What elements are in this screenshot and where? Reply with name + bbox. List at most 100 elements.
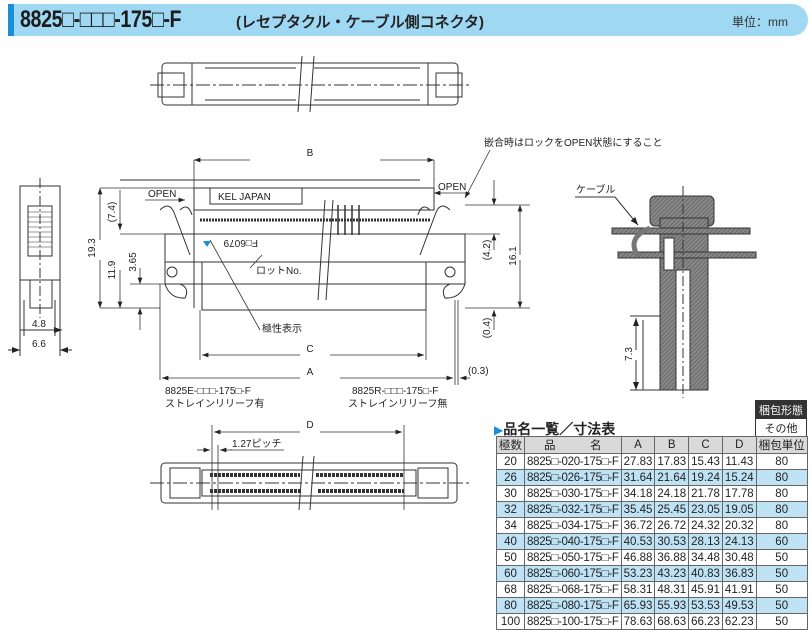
lock-note: 嵌合時はロックをOPEN状態にすること — [484, 136, 662, 149]
section-view — [575, 186, 757, 398]
cell-unit: 50 — [755, 565, 808, 582]
col-d: D — [721, 436, 757, 454]
variant-r-part: 8825R-□□□-175□-F — [352, 386, 438, 397]
variant-e-part: 8825E-□□□-175□-F — [165, 386, 251, 397]
cell-d: 20.32 — [721, 517, 757, 534]
cell-a: 78.63 — [620, 613, 656, 630]
table-title-text: 品名一覧／寸法表 — [503, 421, 616, 437]
cell-b: 68.63 — [654, 613, 690, 630]
cell-poles: 80 — [496, 597, 525, 614]
cell-part: 8825□-080-175□-F — [524, 597, 622, 614]
dim-19-3: 19.3 — [87, 238, 98, 258]
cell-part: 8825□-020-175□-F — [524, 453, 622, 470]
cell-unit: 50 — [755, 597, 808, 614]
cell-poles: 20 — [496, 453, 525, 470]
cell-unit: 50 — [755, 613, 808, 630]
dim-7-3: 7.3 — [624, 347, 635, 361]
cell-poles: 60 — [496, 565, 525, 582]
cell-a: 53.23 — [620, 565, 656, 582]
cell-d: 17.78 — [721, 485, 757, 502]
cell-poles: 26 — [496, 469, 525, 486]
cell-poles: 30 — [496, 485, 525, 502]
polarity-label: 極性表示 — [262, 322, 302, 335]
page-header: 8825□-□□□-175□-F (レセプタクル・ケーブル側コネクタ) 単位：m… — [8, 4, 808, 36]
pitch-label: 1.27ピッチ — [232, 438, 281, 450]
cell-part: 8825□-100-175□-F — [524, 613, 622, 630]
cell-c: 23.05 — [688, 501, 723, 518]
cell-part: 8825□-030-175□-F — [524, 485, 622, 502]
cell-c: 45.91 — [688, 581, 723, 598]
product-title: 8825□-□□□-175□-F — [20, 6, 182, 33]
cell-c: 40.83 — [688, 565, 723, 582]
cell-b: 36.88 — [654, 549, 690, 566]
cell-b: 24.18 — [654, 485, 690, 502]
cell-b: 25.45 — [654, 501, 690, 518]
cell-unit: 80 — [755, 517, 808, 534]
cell-c: 34.48 — [688, 549, 723, 566]
side-view — [8, 178, 72, 356]
cell-d: 15.24 — [721, 469, 757, 486]
unit-label: 単位：mm — [732, 15, 788, 29]
cell-d: 49.53 — [721, 597, 757, 614]
dim-0-4: (0.4) — [482, 318, 493, 339]
cell-unit: 80 — [755, 501, 808, 518]
cell-d: 19.05 — [721, 501, 757, 518]
cell-c: 53.53 — [688, 597, 723, 614]
front-dimensions — [97, 149, 530, 385]
cell-poles: 100 — [496, 613, 525, 630]
cell-a: 46.88 — [620, 549, 656, 566]
cell-part: 8825□-026-175□-F — [524, 469, 622, 486]
cell-poles: 40 — [496, 533, 525, 550]
product-subtitle: (レセプタクル・ケーブル側コネクタ) — [236, 14, 485, 31]
cell-a: 27.83 — [620, 453, 656, 470]
cell-c: 15.43 — [688, 453, 723, 470]
cell-poles: 34 — [496, 517, 525, 534]
polarity-mark-icon — [203, 241, 211, 247]
cell-part: 8825□-050-175□-F — [524, 549, 622, 566]
dim-7-4: (7.4) — [107, 202, 118, 223]
cell-a: 35.45 — [620, 501, 656, 518]
cell-a: 36.72 — [620, 517, 656, 534]
dim-16-1: 16.1 — [508, 246, 519, 266]
cell-a: 31.64 — [620, 469, 656, 486]
open-left-label: OPEN — [148, 189, 176, 200]
variant-r-desc: ストレインリリーフ無 — [348, 397, 447, 410]
cell-d: 11.43 — [721, 453, 757, 470]
cell-c: 66.23 — [688, 613, 723, 630]
lot-no-label: ロットNo. — [256, 266, 302, 277]
cell-b: 48.31 — [654, 581, 690, 598]
cell-unit: 50 — [755, 581, 808, 598]
cell-poles: 68 — [496, 581, 525, 598]
top-view — [150, 55, 470, 113]
cell-unit: 80 — [755, 469, 808, 486]
cell-a: 40.53 — [620, 533, 656, 550]
cell-d: 36.83 — [721, 565, 757, 582]
cell-b: 43.23 — [654, 565, 690, 582]
cell-poles: 32 — [496, 501, 525, 518]
cell-unit: 80 — [755, 485, 808, 502]
cell-part: 8825□-068-175□-F — [524, 581, 622, 598]
dim-C: C — [306, 344, 313, 355]
dim-0-3: (0.3) — [468, 366, 489, 377]
dim-6-6: 6.6 — [32, 339, 46, 350]
col-pack-unit: 梱包単位 — [755, 436, 808, 454]
cell-part: 8825□-034-175□-F — [524, 517, 622, 534]
table-header-row: 極数 品 名 A B C D 梱包単位 — [496, 436, 808, 454]
cell-unit: 60 — [755, 533, 808, 550]
col-b: B — [654, 436, 690, 454]
cell-b: 55.93 — [654, 597, 690, 614]
cable-label: ケーブル — [576, 183, 615, 196]
cell-part: 8825□-060-175□-F — [524, 565, 622, 582]
cell-a: 34.18 — [620, 485, 656, 502]
open-right-label: OPEN — [438, 182, 466, 193]
dim-11-9: 11.9 — [107, 260, 118, 279]
